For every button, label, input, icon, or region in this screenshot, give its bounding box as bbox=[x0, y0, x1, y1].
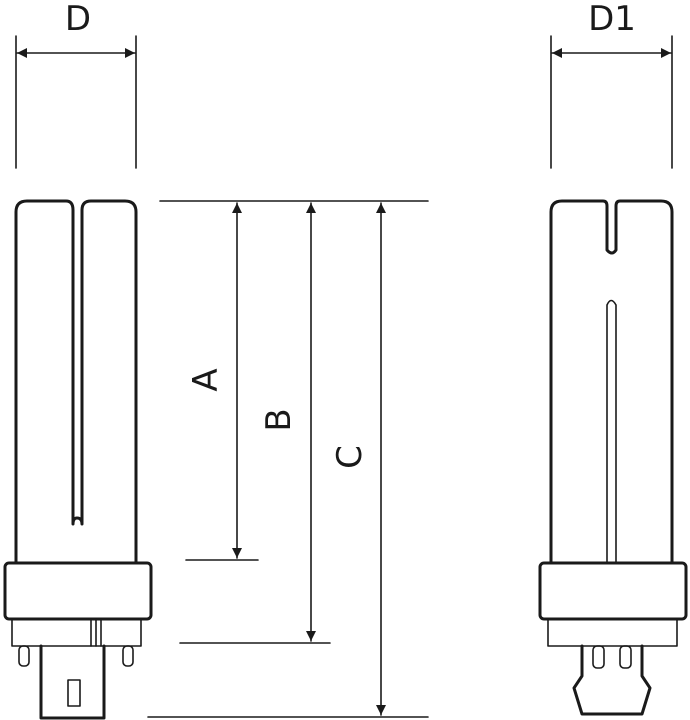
dimension-b: B bbox=[259, 202, 316, 642]
lamp-front-stem bbox=[39, 644, 106, 720]
dimension-d: D bbox=[15, 0, 137, 169]
lamp-front-pin-right bbox=[122, 645, 134, 667]
lamp-side-base bbox=[538, 561, 688, 621]
lamp-side-housing bbox=[547, 618, 678, 647]
label-d: D bbox=[65, 0, 91, 39]
lamp-side-view bbox=[538, 199, 688, 716]
dimension-d1: D1 bbox=[550, 0, 673, 169]
dimension-c: C bbox=[330, 202, 386, 716]
lamp-front-stem-slot bbox=[67, 679, 81, 707]
label-c: C bbox=[330, 445, 370, 469]
label-a: A bbox=[186, 368, 226, 391]
label-d1: D1 bbox=[588, 0, 636, 39]
lamp-side-stem bbox=[572, 644, 652, 716]
lamp-front-housing bbox=[11, 618, 142, 647]
lamp-side-pin-right bbox=[619, 645, 632, 669]
lamp-side-tube bbox=[549, 199, 674, 565]
lamp-side-pin-left bbox=[592, 645, 605, 669]
lamp-front-view bbox=[3, 199, 153, 720]
lamp-front-base bbox=[3, 561, 153, 621]
dimension-a: A bbox=[186, 202, 242, 559]
lamp-front-pin-left bbox=[18, 645, 30, 667]
label-b: B bbox=[259, 408, 299, 431]
lamp-front-tube bbox=[14, 199, 138, 565]
lamp-side-slot bbox=[606, 299, 617, 564]
